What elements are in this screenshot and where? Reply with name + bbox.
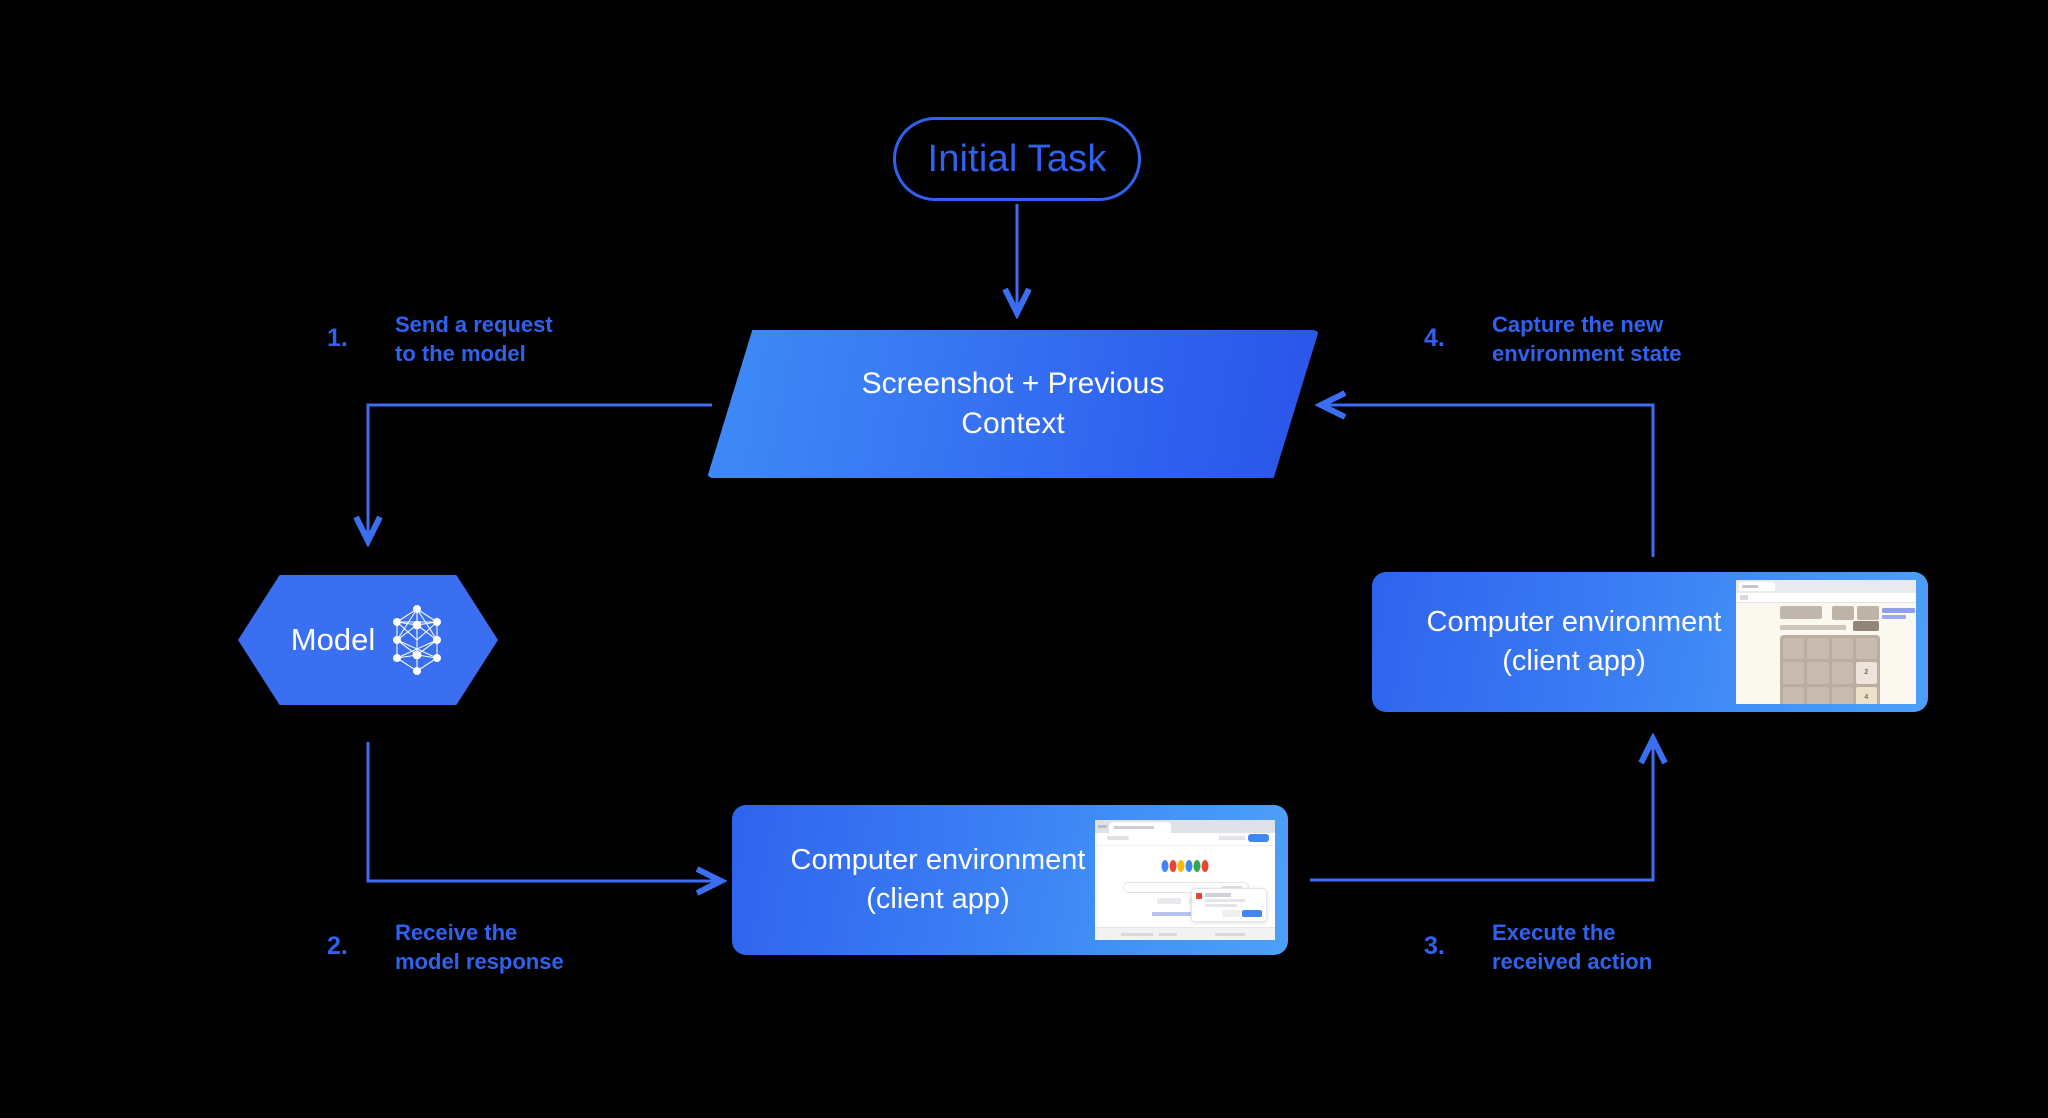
page-footer bbox=[1095, 927, 1275, 940]
step-3-number: 3. bbox=[1424, 932, 1445, 960]
tile bbox=[1807, 638, 1829, 660]
game-subtitle bbox=[1780, 625, 1846, 630]
tile bbox=[1831, 638, 1853, 660]
dialog-primary-button bbox=[1242, 910, 1262, 917]
search-input bbox=[1123, 882, 1249, 893]
game-title bbox=[1780, 606, 1822, 619]
env-card-bottom-line1: Computer environment bbox=[790, 844, 1086, 877]
browser-tab bbox=[1109, 822, 1171, 833]
tile bbox=[1807, 662, 1829, 684]
env-card-bottom-caption: Computer environment (client app) bbox=[748, 805, 1128, 955]
window-controls-icon bbox=[1098, 825, 1107, 828]
header-link-secondary bbox=[1882, 615, 1906, 619]
model-node: Model bbox=[238, 575, 498, 705]
header-link-primary bbox=[1882, 608, 1915, 613]
popup-dialog bbox=[1191, 888, 1267, 922]
initial-task-label: Initial Task bbox=[927, 137, 1107, 180]
tile: 4 bbox=[1855, 686, 1877, 704]
env-card-bottom-line2: (client app) bbox=[866, 883, 1010, 915]
step-1-number: 1. bbox=[327, 324, 348, 352]
context-node-shape bbox=[707, 330, 1319, 478]
env-card-right-caption: Computer environment (client app) bbox=[1384, 572, 1764, 712]
google-search-screenshot-thumbnail bbox=[1095, 820, 1275, 940]
score-box bbox=[1832, 606, 1854, 620]
tile bbox=[1807, 686, 1829, 704]
step-label-4: 4. Capture the new environment state bbox=[1424, 310, 1744, 376]
step-label-2: 2. Receive the model response bbox=[327, 918, 647, 984]
step-2-number: 2. bbox=[327, 932, 348, 960]
best-score-box bbox=[1857, 606, 1879, 620]
model-node-shape bbox=[238, 575, 498, 705]
tile bbox=[1855, 638, 1877, 660]
connector-context-to-model bbox=[368, 403, 712, 538]
tile bbox=[1783, 638, 1805, 660]
model-node-label: Model bbox=[290, 622, 376, 657]
new-game-button bbox=[1853, 621, 1879, 631]
step-4-text: Capture the new environment state bbox=[1492, 312, 1682, 367]
browser-chrome-bar bbox=[1095, 820, 1275, 833]
step-2-text: Receive the model response bbox=[395, 920, 564, 975]
step-4-number: 4. bbox=[1424, 324, 1445, 352]
context-node-text: Screenshot + Previous Context bbox=[707, 330, 1319, 478]
neural-network-icon bbox=[393, 605, 442, 675]
step-3-text: Execute the received action bbox=[1492, 920, 1653, 975]
env-card-right-line1: Computer environment bbox=[1426, 606, 1722, 639]
dialog-icon bbox=[1196, 893, 1202, 899]
sign-in-button bbox=[1248, 834, 1269, 842]
connector-model-to-env-bottom bbox=[366, 742, 718, 881]
step-label-1: 1. Send a request to the model bbox=[327, 310, 627, 376]
promo-link bbox=[1152, 912, 1218, 916]
header-links bbox=[1219, 836, 1245, 840]
initial-task-node: Initial Task bbox=[893, 117, 1141, 201]
context-node-line2: Context bbox=[961, 407, 1065, 440]
env-card-right: Computer environment (client app) bbox=[1372, 572, 1928, 712]
connector-env-bottom-to-env-right bbox=[1310, 742, 1653, 882]
browser-address-bar bbox=[1736, 593, 1916, 603]
game-2048-screenshot-thumbnail: 2 4 48 bbox=[1736, 580, 1916, 704]
env-card-right-line2: (client app) bbox=[1502, 645, 1646, 677]
game-board: 2 4 48 bbox=[1780, 635, 1880, 704]
context-node: Screenshot + Previous Context bbox=[707, 330, 1319, 478]
tile: 2 bbox=[1855, 662, 1877, 684]
context-node-line1: Screenshot + Previous bbox=[861, 367, 1165, 401]
step-1-text: Send a request to the model bbox=[395, 312, 553, 367]
step-label-3: 3. Execute the received action bbox=[1424, 918, 1744, 984]
tile bbox=[1783, 662, 1805, 684]
connector-env-right-to-context bbox=[1324, 405, 1655, 557]
google-logo-icon bbox=[1161, 860, 1209, 872]
dialog-secondary-button bbox=[1222, 910, 1240, 917]
tile bbox=[1831, 686, 1853, 704]
browser-chrome-bar bbox=[1736, 580, 1916, 594]
tile bbox=[1831, 662, 1853, 684]
env-card-bottom: Computer environment (client app) bbox=[732, 805, 1288, 955]
tile bbox=[1783, 686, 1805, 704]
browser-tab bbox=[1739, 582, 1775, 591]
